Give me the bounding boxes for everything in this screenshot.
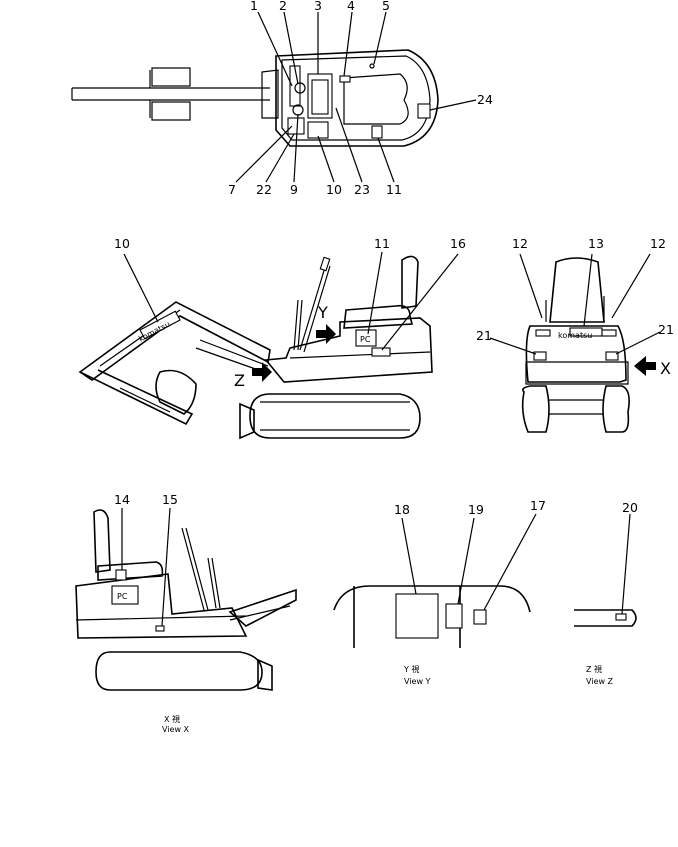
view-z: 20 Z 視 View Z: [574, 500, 638, 686]
callout-rear-13: 13: [588, 236, 604, 251]
callout-1: 1: [250, 0, 258, 13]
view-x: PC 14 15 X 視 View X: [75, 492, 297, 734]
callout-22: 22: [256, 182, 272, 197]
callout-viewz-20: 20: [622, 500, 638, 515]
view-y: 18 19 17 Y 視 View Y: [333, 498, 546, 686]
callout-9: 9: [290, 182, 298, 197]
callout-4: 4: [347, 0, 355, 13]
callout-viewx-14: 14: [114, 492, 130, 507]
pc-main-decal: PC: [360, 335, 371, 344]
callout-side-16: 16: [450, 236, 466, 251]
callout-rear-12-right: 12: [650, 236, 666, 251]
callout-rear-12-left: 12: [512, 236, 528, 251]
callout-7: 7: [228, 182, 236, 197]
callout-viewy-17: 17: [530, 498, 546, 513]
pc-viewx-decal: PC: [117, 592, 128, 601]
callout-rear-21-right: 21: [658, 322, 674, 337]
callout-viewx-15: 15: [162, 492, 178, 507]
side-view: komatsu PC Y Z 10 11 16: [78, 236, 466, 440]
callout-side-11: 11: [374, 236, 390, 251]
callout-viewy-19: 19: [468, 502, 484, 517]
caption-view-z: View Z: [586, 677, 614, 686]
view-arrow-y-label: Y: [317, 303, 328, 322]
view-arrow-z-label: Z: [234, 371, 245, 390]
caption-view-x: View X: [162, 725, 190, 734]
callout-rear-21-left: 21: [476, 328, 492, 343]
callout-10: 10: [326, 182, 342, 197]
callout-3: 3: [314, 0, 322, 13]
caption-view-y-kanji: Y 視: [403, 665, 419, 674]
caption-view-z-kanji: Z 視: [586, 665, 602, 674]
view-arrow-x-label: X: [660, 359, 671, 378]
callout-5: 5: [382, 0, 390, 13]
callout-side-10: 10: [114, 236, 130, 251]
caption-view-x-kanji: X 視: [164, 715, 180, 724]
callout-viewy-18: 18: [394, 502, 410, 517]
callout-23: 23: [354, 182, 370, 197]
callout-2: 2: [279, 0, 287, 13]
rear-brand-decal: komatsu: [558, 331, 592, 340]
rear-view: komatsu X 12 13 12 21 21: [476, 236, 674, 433]
callout-11: 11: [386, 182, 402, 197]
top-view: 1 2 3 4 5 24 7 22 9 10 23 11: [71, 0, 493, 197]
callout-24: 24: [477, 92, 493, 107]
caption-view-y: View Y: [404, 677, 431, 686]
